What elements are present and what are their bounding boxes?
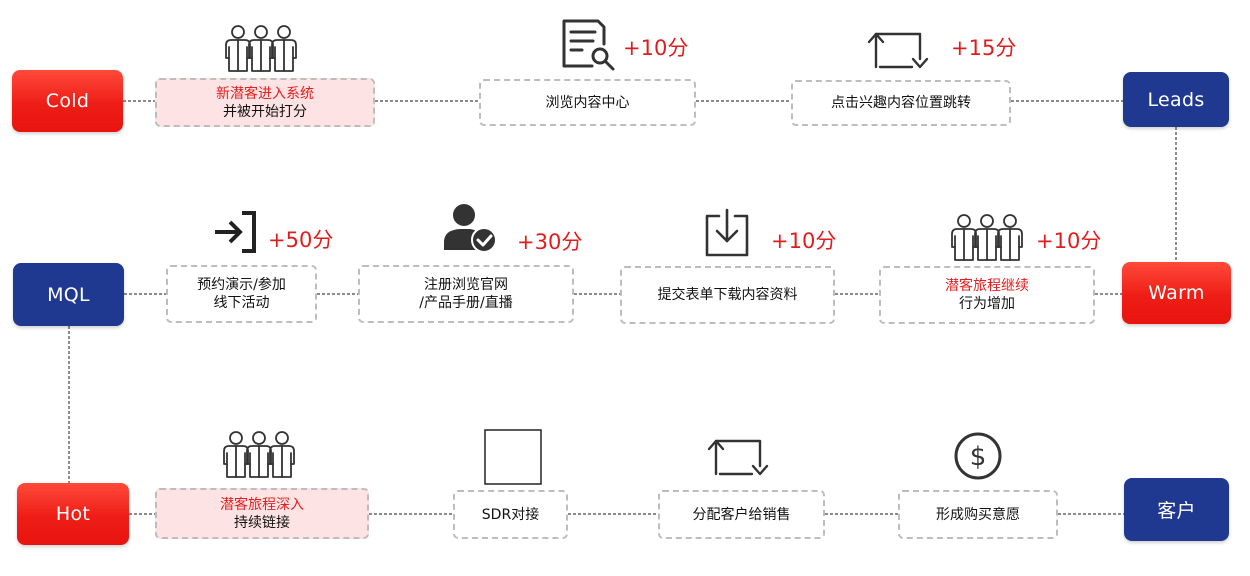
- step-journey-deep-line2: 持续链接: [234, 514, 290, 531]
- people-group-icon: [223, 431, 295, 478]
- step-new-lead-line2: 并被开始打分: [223, 103, 307, 120]
- score-register-browse: +30分: [517, 230, 583, 254]
- dollar-icon: $: [954, 432, 1002, 480]
- step-journey-continue: 潜客旅程继续 行为增加: [879, 266, 1095, 324]
- step-reserve-demo-line2: 线下活动: [213, 295, 270, 311]
- svg-text:$: $: [970, 442, 987, 472]
- cycle-arrows-icon: [707, 439, 769, 476]
- step-click-interest: 点击兴趣内容位置跳转: [791, 80, 1011, 126]
- blank-square-icon: [484, 429, 542, 485]
- step-purchase-intent: 形成购买意愿: [898, 490, 1058, 539]
- step-journey-continue-line2: 行为增加: [959, 296, 1015, 312]
- stage-customer: 客户: [1124, 478, 1229, 541]
- step-reserve-demo: 预约演示/参加 线下活动: [166, 265, 317, 323]
- people-group-icon: [951, 214, 1023, 261]
- stage-customer-label: 客户: [1157, 500, 1196, 522]
- step-browse-content: 浏览内容中心: [479, 79, 696, 126]
- score-click-interest: +15分: [951, 36, 1017, 60]
- score-journey-continue: +10分: [1036, 229, 1102, 253]
- download-icon: [705, 208, 749, 257]
- score-submit-form: +10分: [771, 229, 837, 253]
- stage-hot: Hot: [17, 483, 129, 545]
- step-journey-deep-line1: 潜客旅程深入: [220, 496, 304, 513]
- step-sdr-line1: SDR对接: [481, 506, 540, 523]
- people-group-icon: [225, 25, 297, 72]
- step-new-lead-line1: 新潜客进入系统: [216, 85, 314, 102]
- step-assign-sales: 分配客户给销售: [658, 490, 825, 539]
- stage-leads: Leads: [1123, 72, 1229, 127]
- step-submit-form: 提交表单下载内容资料: [620, 266, 835, 324]
- stage-cold: Cold: [12, 70, 123, 132]
- step-new-lead: 新潜客进入系统 并被开始打分: [155, 78, 375, 127]
- score-reserve-demo: +50分: [268, 228, 334, 252]
- document-search-icon: [562, 19, 615, 71]
- stage-mql: MQL: [13, 263, 124, 326]
- step-purchase-intent-line1: 形成购买意愿: [936, 506, 1020, 523]
- step-click-interest-line1: 点击兴趣内容位置跳转: [831, 95, 971, 111]
- user-check-icon: [444, 204, 497, 253]
- stage-cold-label: Cold: [45, 90, 90, 112]
- step-journey-continue-line1: 潜客旅程继续: [945, 278, 1029, 294]
- step-register-browse-line2: /产品手册/直播: [419, 295, 513, 311]
- step-journey-deep: 潜客旅程深入 持续链接: [155, 488, 369, 539]
- sign-in-icon: [215, 211, 256, 253]
- stage-warm: Warm: [1122, 262, 1231, 324]
- step-reserve-demo-line1: 预约演示/参加: [197, 277, 286, 293]
- cycle-arrows-icon: [867, 32, 929, 69]
- stage-mql-label: MQL: [47, 283, 90, 306]
- score-browse-content: +10分: [623, 36, 689, 60]
- step-submit-form-line1: 提交表单下载内容资料: [657, 287, 798, 303]
- step-sdr: SDR对接: [453, 490, 568, 539]
- stage-hot-label: Hot: [55, 503, 91, 525]
- step-browse-content-line1: 浏览内容中心: [545, 94, 630, 111]
- step-assign-sales-line1: 分配客户给销售: [692, 506, 791, 523]
- stage-warm-label: Warm: [1148, 282, 1205, 304]
- stage-leads-label: Leads: [1147, 88, 1205, 111]
- step-register-browse: 注册浏览官网 /产品手册/直播: [358, 265, 574, 323]
- step-register-browse-line1: 注册浏览官网: [424, 277, 508, 293]
